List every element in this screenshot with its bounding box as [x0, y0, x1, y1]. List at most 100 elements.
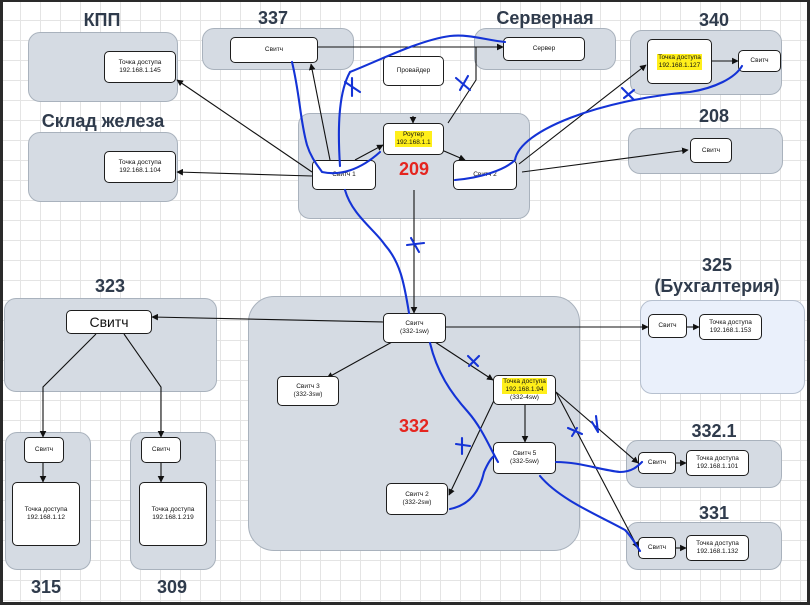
- node-label-highlight: Точка доступа 192.168.1.94: [502, 378, 547, 394]
- annotation-break-mark-7: [566, 426, 584, 438]
- annotation-break-mark-3: [620, 86, 636, 102]
- node-label: Точка доступа: [118, 159, 162, 166]
- node-label: Свитч: [647, 459, 667, 466]
- switch-315: Свитч: [24, 437, 64, 463]
- zone-title-209: 209: [398, 159, 430, 179]
- link-switch1-kpp-ap: [176, 79, 313, 173]
- node-label: Точка доступа: [118, 59, 162, 66]
- annotation-cable-switch2-switch340: [453, 64, 744, 182]
- zone-title-208: 208: [698, 106, 730, 126]
- switch-208: Свитч: [690, 138, 732, 163]
- access-point-332: Точка доступа 192.168.1.94 (332-4sw): [493, 375, 556, 405]
- node-id: (332-4sw): [510, 394, 539, 401]
- zone-title-337: 337: [257, 8, 289, 28]
- node-ip: 192.168.1.153: [709, 327, 752, 334]
- switch-332-1sw: Свитч (332-1sw): [383, 313, 446, 343]
- annotation-break-mark-6: [454, 436, 472, 456]
- node-label: Точка доступа: [696, 540, 739, 547]
- switch-309: Свитч: [141, 437, 181, 463]
- node-label: Точка доступа: [151, 506, 195, 513]
- node-label: Точка доступа: [24, 506, 68, 513]
- switch-2-332: Свитч 2 (332-2sw): [386, 483, 448, 515]
- zone-title-server-room: Серверная: [496, 8, 594, 28]
- zone-title-warehouse: Склад железа: [41, 111, 165, 131]
- warehouse-access-point: Точка доступа 192.168.1.104: [104, 151, 176, 183]
- link-ap332-switch331: [555, 391, 639, 549]
- node-label: Свитч: [701, 146, 721, 154]
- server: Сервер: [503, 37, 585, 61]
- node-ip: 192.168.1.94: [505, 386, 544, 393]
- node-label-highlight: Точка доступа 192.168.1.127: [657, 53, 702, 70]
- zone-title-332-1: 332.1: [691, 421, 737, 441]
- link-switch2-switch208: [521, 147, 689, 173]
- node-ip: 192.168.1.1: [396, 139, 431, 146]
- annotation-cable-switch5-switch331: [538, 474, 642, 553]
- zone-title-323: 323: [94, 276, 126, 296]
- access-point-340: Точка доступа 192.168.1.127: [647, 39, 712, 84]
- node-label: Свитч 2: [405, 491, 429, 498]
- node-label: Точка доступа: [658, 53, 701, 61]
- node-label: Точка доступа: [503, 378, 546, 385]
- node-label: Свитч: [405, 320, 424, 327]
- node-label: Сервер: [532, 45, 556, 52]
- zone-title-331: 331: [698, 503, 730, 523]
- node-label: Провайдер: [396, 67, 431, 74]
- link-332-1sw-switch3: [326, 341, 393, 379]
- node-label: Свитч: [658, 322, 677, 329]
- switch-332-1: Свитч: [638, 452, 676, 474]
- access-point-315: Точка доступа 192.168.1.12: [12, 482, 80, 546]
- zone-title-332: 332: [398, 416, 430, 436]
- annotation-break-mark-5: [466, 354, 481, 368]
- switch-5: Свитч 5 (332-5sw): [493, 442, 556, 474]
- annotation-cable-332-1sw-switch5: [428, 341, 500, 464]
- access-point-331: Точка доступа 192.168.1.132: [686, 535, 749, 561]
- node-label: Свитч: [151, 446, 171, 453]
- annotation-cable-router-server: [337, 34, 507, 168]
- switch-1: Свитч 1: [312, 160, 376, 190]
- zone-title-325-number: 325: [701, 255, 733, 275]
- link-switch323-switch309: [123, 333, 165, 438]
- access-point-332-1: Точка доступа 192.168.1.101: [686, 450, 749, 476]
- switch-3: Свитч 3 (332-3sw): [277, 376, 339, 406]
- node-label-highlight: Роутер 192.168.1.1: [395, 131, 432, 147]
- switch-340: Свитч: [738, 50, 781, 72]
- switch-323: Свитч: [66, 310, 152, 334]
- node-id: (332-3sw): [293, 391, 323, 398]
- node-label: Роутер: [403, 131, 424, 138]
- access-point-325: Точка доступа 192.168.1.153: [699, 314, 762, 340]
- node-ip: 192.168.1.145: [119, 67, 161, 74]
- node-label: Свитч: [34, 446, 54, 453]
- node-label: Свитч: [647, 544, 667, 551]
- node-ip: 192.168.1.127: [658, 61, 701, 69]
- link-switch1-switch337: [308, 63, 331, 161]
- node-label: Точка доступа: [696, 455, 739, 462]
- node-label: Свитч 3: [296, 383, 320, 390]
- annotation-break-mark-4: [405, 236, 426, 254]
- node-ip: 192.168.1.101: [696, 463, 739, 470]
- node-id: (332-2sw): [402, 499, 432, 506]
- annotation-cable-337-switch1: [290, 60, 382, 175]
- link-switch323-switch315: [39, 333, 97, 438]
- annotation-cable-switch1-332: [343, 188, 411, 315]
- switch-331: Свитч: [638, 537, 676, 559]
- zone-title-315: 315: [30, 577, 62, 597]
- node-id: (332-1sw): [400, 328, 429, 335]
- switch-325: Свитч: [648, 314, 687, 338]
- router: Роутер 192.168.1.1: [383, 123, 444, 155]
- kpp-access-point: Точка доступа 192.168.1.145: [104, 51, 176, 83]
- node-label: Точка доступа: [709, 319, 752, 326]
- annotation-break-mark-1: [343, 76, 362, 98]
- access-point-309: Точка доступа 192.168.1.219: [139, 482, 207, 546]
- annotation-break-mark-2: [454, 74, 472, 92]
- provider: Провайдер: [383, 56, 444, 86]
- zone-title-kpp: КПП: [83, 10, 121, 30]
- zone-title-309: 309: [156, 577, 188, 597]
- zone-title-340: 340: [698, 10, 730, 30]
- node-label: Свитч: [264, 46, 284, 53]
- link-switch1-warehouse-ap: [176, 168, 313, 177]
- node-ip: 192.168.1.104: [119, 167, 161, 174]
- link-332-1sw-ap332: [434, 341, 494, 381]
- annotation-cable-switch5-switch332-1: [554, 460, 644, 474]
